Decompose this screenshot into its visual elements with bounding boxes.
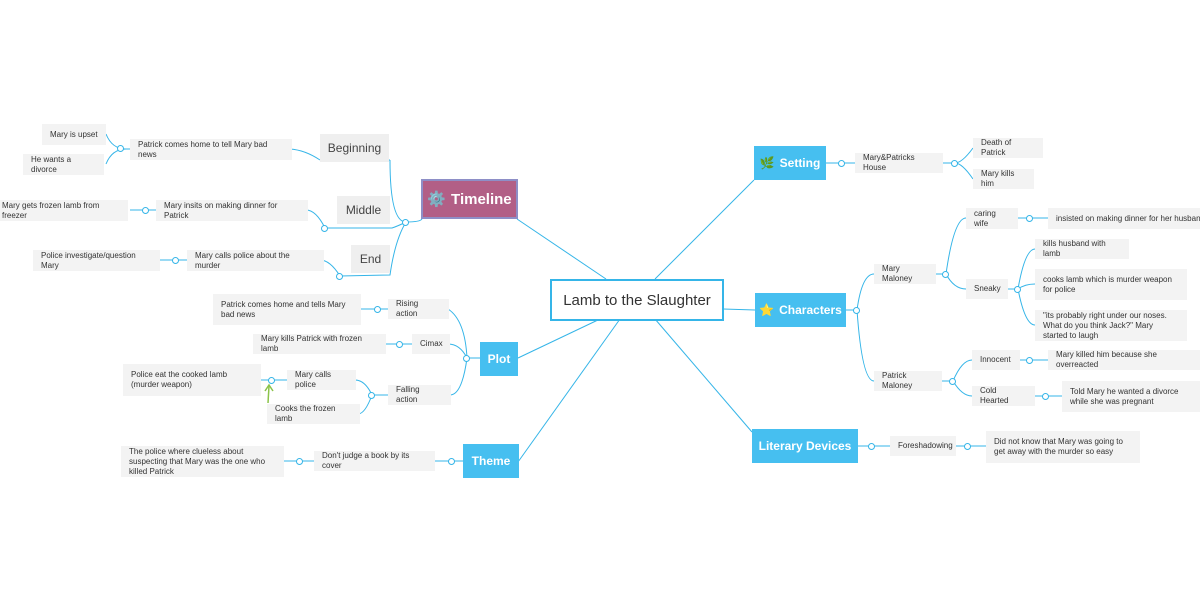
connector [517,318,621,463]
connector-dot[interactable] [1026,215,1033,222]
green-arrow [264,383,274,404]
connector-dot[interactable] [868,443,875,450]
connector-dot[interactable] [321,225,328,232]
connector-dot[interactable] [942,271,949,278]
plot-falling-2[interactable]: Cooks the frozen lamb [267,404,360,424]
connector-dot[interactable] [117,145,124,152]
stage-beginning[interactable]: Beginning [320,134,389,162]
trait-caring[interactable]: caring wife [966,208,1018,229]
timeline-detail[interactable]: He wants a divorce [23,154,104,175]
plot-falling-1-detail[interactable]: Police eat the cooked lamb (murder weapo… [123,364,261,396]
plot-falling[interactable]: Falling action [388,385,451,405]
connector-dot[interactable] [463,355,470,362]
connector [954,162,974,180]
leaf-icon: 🌿 [759,156,775,170]
connector-dot[interactable] [951,160,958,167]
timeline-event[interactable]: Patrick comes home to tell Mary bad news [130,139,292,160]
connector-dot[interactable] [1014,286,1021,293]
connector [105,148,127,165]
plot-rising[interactable]: Rising action [388,299,449,319]
trait-cold-detail[interactable]: Told Mary he wanted a divorce while she … [1062,381,1200,412]
connector [517,318,601,359]
timeline-event[interactable]: Mary calls police about the murder [187,250,324,271]
connector [654,179,755,280]
plot-climax[interactable]: Cimax [412,334,450,354]
connector-dot[interactable] [336,273,343,280]
timeline-detail[interactable]: Mary gets frozen lamb from freezer [0,200,128,221]
connector [943,147,974,164]
connector [722,308,756,311]
connector-dot[interactable] [172,257,179,264]
connector-dot[interactable] [402,219,409,226]
connector-dot[interactable] [374,306,381,313]
gear-icon: ⚙️ [427,191,447,208]
trait-sneaky[interactable]: Sneaky [966,279,1008,299]
connector-dot[interactable] [838,160,845,167]
timeline-detail[interactable]: Mary is upset [42,124,106,145]
connector-dot[interactable] [1026,357,1033,364]
timeline-detail[interactable]: Police investigate/question Mary [33,250,160,271]
connector-dot[interactable] [1042,393,1049,400]
connector [1017,248,1036,290]
theme-node[interactable]: Theme [463,444,519,478]
setting-detail[interactable]: Death of Patrick [973,138,1043,158]
connector-dot[interactable] [368,392,375,399]
connector-dot[interactable] [448,458,455,465]
connector-dot[interactable] [296,458,303,465]
literary-detail[interactable]: Did not know that Mary was going to get … [986,431,1140,463]
connector [856,273,875,311]
setting-node[interactable]: 🌿 Setting [754,146,826,180]
stage-middle[interactable]: Middle [337,196,390,224]
connector [945,217,967,275]
trait-caring-detail[interactable]: insisted on making dinner for her husban… [1048,208,1200,229]
timeline-label: Timeline [451,190,512,208]
plot-falling-1[interactable]: Mary calls police [287,370,356,390]
characters-node[interactable]: ⭐ Characters [755,293,846,327]
literary-item[interactable]: Foreshadowing [890,436,956,456]
connector-dot[interactable] [396,341,403,348]
connector-dot[interactable] [268,377,275,384]
connector [945,273,967,290]
trait-cold[interactable]: Cold Hearted [972,386,1035,406]
sneaky-detail[interactable]: cooks lamb which is murder weapon for po… [1035,269,1187,300]
central-topic[interactable]: Lamb to the Slaughter [550,279,724,321]
connector [389,159,407,223]
character-mary[interactable]: Mary Maloney [874,264,936,284]
theme-item[interactable]: Don't judge a book by its cover [314,451,435,471]
connector [952,359,973,382]
timeline-node[interactable]: ⚙️ Timeline [421,179,518,219]
central-topic-label: Lamb to the Slaughter [563,291,711,309]
literary-devices-node[interactable]: Literary Devices [752,429,858,463]
plot-rising-detail[interactable]: Patrick comes home and tells Mary bad ne… [213,294,361,325]
connector [1017,288,1036,326]
character-patrick[interactable]: Patrick Maloney [874,371,942,391]
timeline-event[interactable]: Mary insits on making dinner for Patrick [156,200,308,221]
star-icon: ⭐ [759,303,775,317]
setting-place[interactable]: Mary&Patricks House [855,153,943,173]
stage-end[interactable]: End [351,245,390,273]
connector [856,309,875,382]
setting-detail[interactable]: Mary kills him [973,169,1034,189]
connector-dot[interactable] [853,307,860,314]
theme-detail[interactable]: The police where clueless about suspecti… [121,446,284,477]
plot-node[interactable]: Plot [480,342,518,376]
sneaky-detail[interactable]: kills husband with lamb [1035,239,1129,259]
connector [516,218,607,280]
connector [654,318,753,433]
plot-climax-detail[interactable]: Mary kills Patrick with frozen lamb [253,334,386,354]
connector-dot[interactable] [964,443,971,450]
trait-innocent[interactable]: Innocent [972,350,1020,370]
connector [952,380,973,397]
connector-dot[interactable] [142,207,149,214]
connector-dot[interactable] [949,378,956,385]
sneaky-detail[interactable]: "its probably right under our noses. Wha… [1035,310,1187,341]
trait-innocent-detail[interactable]: Mary killed him because she overreacted [1048,350,1200,370]
